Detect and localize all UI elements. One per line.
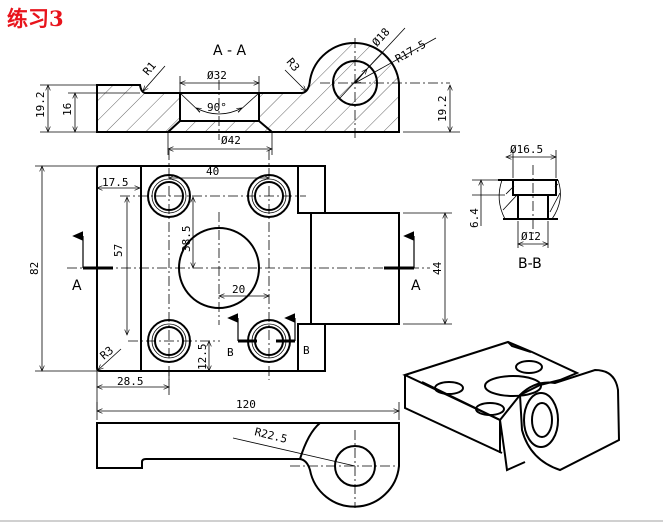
section-mark-a-left: A	[72, 278, 82, 294]
section-mark-b-right: B	[303, 344, 310, 357]
dim-d42: Ø42	[221, 134, 241, 147]
dim-r1: R1	[140, 59, 158, 78]
exercise-title: 练习3	[7, 6, 64, 31]
dim-12-5: 12.5	[196, 344, 209, 371]
section-b-b-label: B-B	[518, 256, 542, 272]
dim-20: 20	[232, 283, 245, 296]
dim-44: 44	[431, 261, 444, 275]
dim-d12: Ø12	[521, 230, 541, 243]
dim-height-19-2-right: 19.2	[436, 96, 449, 123]
dim-d32: Ø32	[207, 69, 227, 82]
dim-height-16: 16	[61, 103, 74, 116]
section-mark-a-right: A	[411, 278, 421, 294]
dim-17-5: 17.5	[102, 176, 129, 189]
front-view: 120 R22.5	[96, 398, 400, 508]
bottom-divider	[0, 520, 663, 522]
section-mark-b-left: B	[227, 346, 234, 359]
dim-28-5: 28.5	[117, 375, 144, 388]
dim-6-4: 6.4	[468, 208, 481, 228]
section-a-a-view: 90° Ø32 Ø42 19.2 16 19.2 R1 R3 Ø18 R17.5…	[34, 26, 460, 155]
dim-height-19-2-left: 19.2	[34, 92, 47, 119]
angle-90-label: 90°	[207, 101, 227, 114]
dim-d16-5: Ø16.5	[510, 143, 543, 156]
section-a-a-outline	[96, 42, 400, 133]
section-a-a-label: A - A	[213, 43, 247, 59]
dim-82: 82	[28, 262, 41, 275]
isometric-view	[402, 340, 621, 472]
dim-40: 40	[206, 165, 219, 178]
dim-57: 57	[112, 244, 125, 257]
dim-r17-5: R17.5	[393, 38, 428, 66]
section-b-b-view: Ø16.5 Ø12 6.4 B-B	[468, 143, 561, 272]
dim-r3-top: R3	[98, 344, 117, 362]
dim-r22-5: R22.5	[253, 425, 288, 446]
dim-38-5: 38.5	[180, 226, 193, 253]
top-view: 82 57 38.5 40 17.5 20 12.5 28.5 44 R3 A …	[28, 150, 452, 410]
dim-120: 120	[236, 398, 256, 411]
